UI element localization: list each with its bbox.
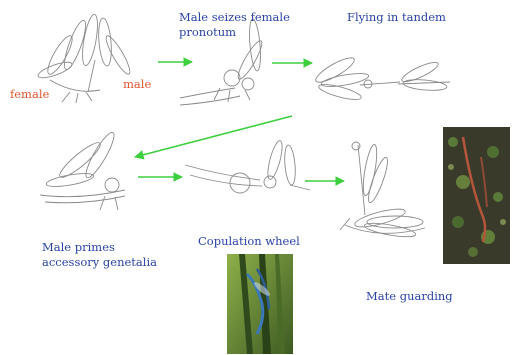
seize-pronotum-label-line1: Male seizes female [179,10,290,24]
sketch-mate-guarding [340,142,425,239]
male-primes-label-line2: accessory genetalia [42,255,157,269]
female-label: female [10,87,49,101]
tandem-label: Flying in tandem [347,10,446,24]
sketch-tandem-flight [313,54,450,103]
male-label: male [123,77,151,91]
sketch-male-primes [40,129,125,210]
copulation-wheel-label: Copulation wheel [198,234,300,248]
male-primes-label-line1: Male primes [42,240,115,254]
mate-guarding-label: Mate guarding [366,289,453,303]
sketch-perched-pair [36,13,133,103]
copulation-wheel-photo [227,254,293,354]
arrow-tandem-to-primes [135,116,292,157]
sketch-wheel-forming [185,139,310,193]
mate-guarding-photo [443,127,510,264]
seize-pronotum-label-line2: pronotum [179,25,236,39]
